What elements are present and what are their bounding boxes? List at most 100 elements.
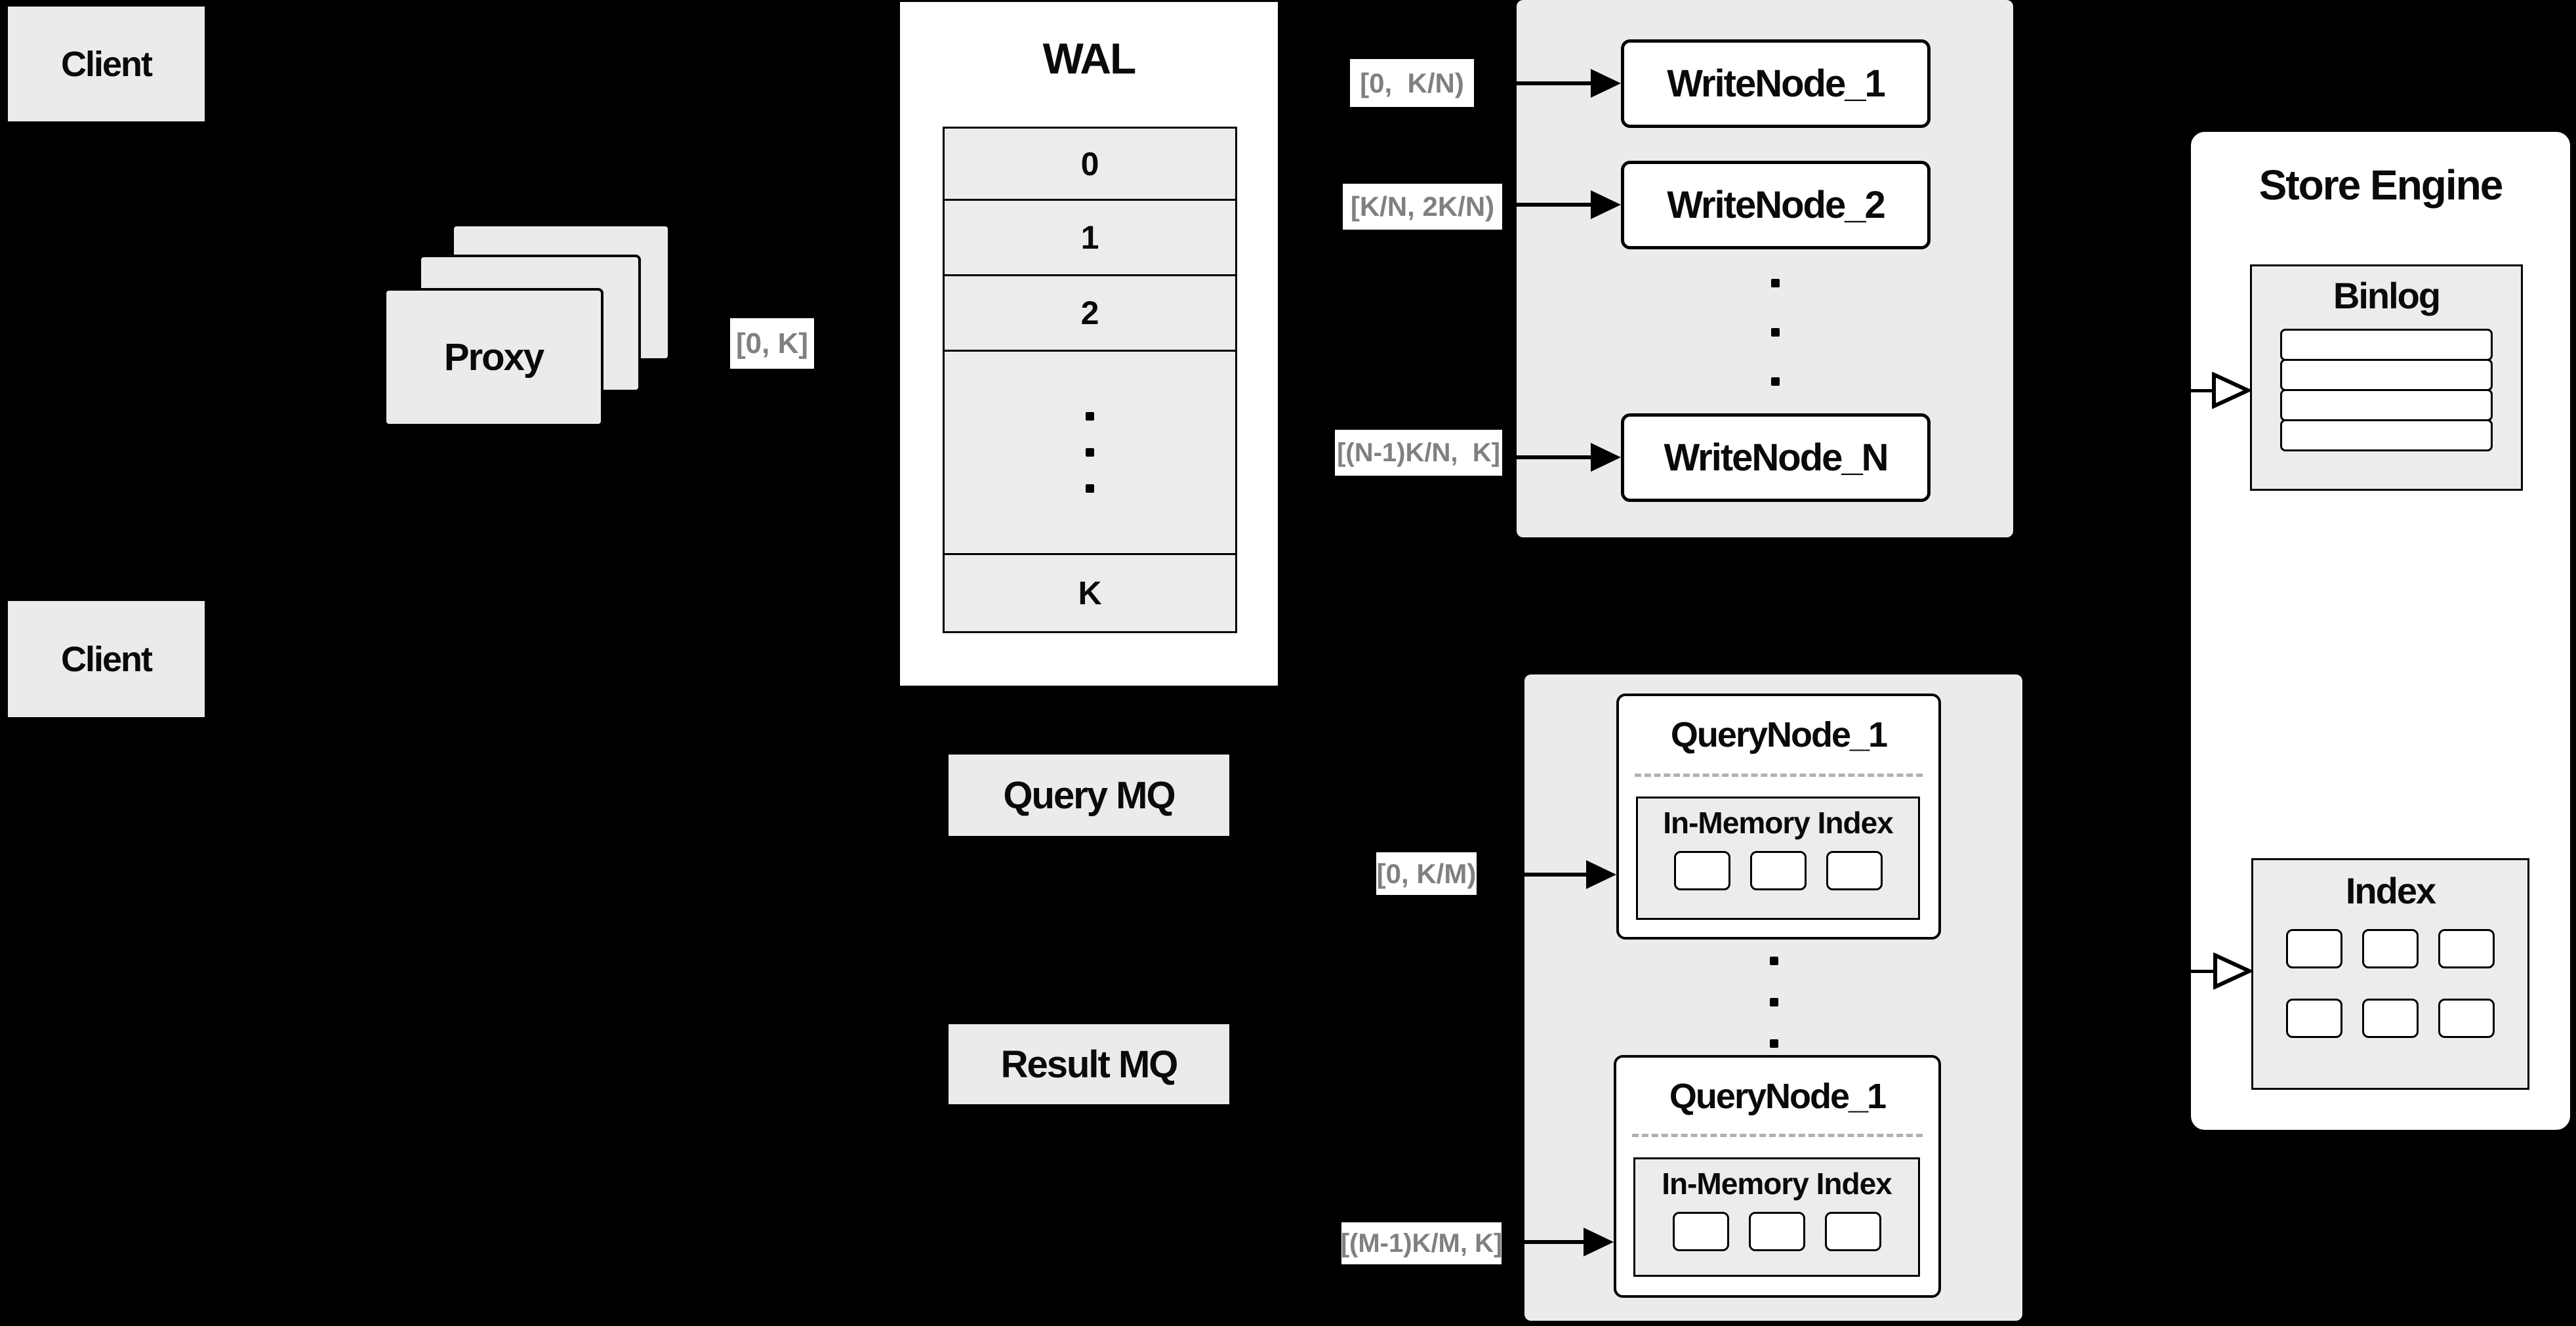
arrowhead-to-writenode-1 bbox=[1591, 69, 1621, 98]
arrow-to-writenode-n bbox=[1517, 455, 1591, 459]
dot-icon bbox=[1771, 279, 1780, 287]
query-node-2: QueryNode_1 In-Memory Index bbox=[1614, 1055, 1941, 1298]
arrow-to-index bbox=[2186, 970, 2215, 973]
arrowhead-to-querynode-1 bbox=[1586, 860, 1616, 889]
in-memory-index-title-1: In-Memory Index bbox=[1663, 806, 1894, 840]
write-node-n: WriteNode_N bbox=[1621, 413, 1931, 502]
client-box-bottom: Client bbox=[6, 599, 207, 719]
arrow-to-querynode-1 bbox=[1524, 873, 1586, 877]
index-segment-cell bbox=[2286, 999, 2342, 1038]
memory-segment-cell bbox=[1748, 1212, 1805, 1251]
dot-icon bbox=[1770, 998, 1778, 1006]
write-range-label-3: [(N-1)K/N, K] bbox=[1335, 430, 1502, 476]
query-node-1-title: QueryNode_1 bbox=[1670, 715, 1888, 755]
wal-segment-0-label: 0 bbox=[1080, 145, 1099, 182]
dot-icon bbox=[1770, 957, 1778, 965]
client-box-top: Client bbox=[6, 5, 207, 123]
binlog-box: Binlog bbox=[2250, 264, 2523, 491]
binlog-row bbox=[2280, 389, 2493, 421]
query-mq-label: Query MQ bbox=[1003, 774, 1176, 817]
write-range-text-3: [(N-1)K/N, K] bbox=[1337, 438, 1500, 467]
binlog-title: Binlog bbox=[2333, 275, 2441, 316]
wal-title: WAL bbox=[1042, 34, 1137, 83]
write-range-label-1: [0, K/N) bbox=[1350, 59, 1474, 107]
write-range-text-2: [K/N, 2K/N) bbox=[1350, 191, 1495, 222]
query-range-text-2: [(M-1)K/M, K] bbox=[1340, 1228, 1503, 1258]
wal-segment-1: 1 bbox=[945, 201, 1235, 276]
write-node-2-label: WriteNode_2 bbox=[1667, 184, 1885, 226]
store-engine-title: Store Engine bbox=[2259, 161, 2504, 209]
binlog-row bbox=[2280, 329, 2493, 361]
index-segment-cell bbox=[2362, 929, 2419, 968]
in-memory-index-box-2: In-Memory Index bbox=[1633, 1157, 1920, 1277]
store-engine-box: Store Engine Binlog Index bbox=[2189, 130, 2572, 1132]
dot-icon bbox=[1086, 484, 1094, 493]
wal-box: WAL 0 1 2 K bbox=[898, 0, 1280, 688]
dot-icon bbox=[1086, 412, 1094, 421]
write-node-2: WriteNode_2 bbox=[1621, 161, 1931, 249]
query-node-ellipsis bbox=[1770, 957, 1778, 1048]
binlog-rows bbox=[2252, 329, 2521, 451]
ellipsis-dots bbox=[1086, 412, 1094, 493]
index-box: Index bbox=[2251, 858, 2529, 1090]
arrowhead-to-writenode-2 bbox=[1591, 190, 1621, 219]
dot-icon bbox=[1771, 377, 1780, 386]
hollow-arrowhead-index bbox=[2213, 953, 2252, 989]
proxy-range-label: [0, K] bbox=[730, 318, 814, 369]
index-segment-cell bbox=[2438, 999, 2495, 1038]
wal-segment-0: 0 bbox=[945, 129, 1235, 201]
dashed-separator bbox=[1635, 774, 1923, 777]
dot-icon bbox=[1770, 1039, 1778, 1048]
client-bottom-label: Client bbox=[60, 639, 153, 679]
binlog-row bbox=[2280, 359, 2493, 391]
result-mq-box: Result MQ bbox=[947, 1022, 1231, 1106]
arrow-to-querynode-2 bbox=[1524, 1240, 1584, 1244]
dot-icon bbox=[1086, 448, 1094, 457]
write-node-1-label: WriteNode_1 bbox=[1667, 62, 1885, 105]
wal-segment-2: 2 bbox=[945, 276, 1235, 352]
write-node-ellipsis bbox=[1771, 279, 1780, 386]
memory-segment-cell bbox=[1824, 1212, 1881, 1251]
query-node-1: QueryNode_1 In-Memory Index bbox=[1616, 694, 1941, 940]
arrow-to-binlog bbox=[2186, 389, 2215, 392]
wal-segment-k: K bbox=[945, 555, 1235, 631]
proxy-range-text: [0, K] bbox=[736, 327, 808, 360]
wal-segment-k-label: K bbox=[1078, 575, 1102, 611]
proxy-card-front: Proxy bbox=[384, 288, 603, 426]
client-top-label: Client bbox=[60, 44, 153, 84]
dot-icon bbox=[1771, 328, 1780, 337]
arrow-to-writenode-2 bbox=[1517, 203, 1591, 207]
arrowhead-to-writenode-n bbox=[1591, 443, 1621, 472]
proxy-stack: Proxy bbox=[384, 224, 670, 426]
memory-segment-cell bbox=[1673, 851, 1730, 890]
query-range-label-2: [(M-1)K/M, K] bbox=[1341, 1222, 1502, 1264]
write-range-label-2: [K/N, 2K/N) bbox=[1343, 184, 1502, 230]
arrowhead-to-querynode-2 bbox=[1584, 1228, 1614, 1256]
dashed-separator bbox=[1632, 1134, 1923, 1137]
in-memory-cells-1 bbox=[1638, 851, 1918, 890]
index-segment-cell bbox=[2362, 999, 2419, 1038]
wal-segment-1-label: 1 bbox=[1080, 219, 1099, 256]
binlog-row bbox=[2280, 419, 2493, 451]
in-memory-index-title-2: In-Memory Index bbox=[1662, 1167, 1892, 1201]
index-segment-cell bbox=[2438, 929, 2495, 968]
arrow-to-writenode-1 bbox=[1517, 81, 1591, 85]
write-node-1: WriteNode_1 bbox=[1621, 39, 1931, 128]
memory-segment-cell bbox=[1749, 851, 1807, 890]
query-node-2-title: QueryNode_1 bbox=[1669, 1077, 1887, 1116]
query-range-label-1: [0, K/M) bbox=[1376, 852, 1477, 895]
in-memory-cells-2 bbox=[1635, 1212, 1918, 1251]
in-memory-index-box-1: In-Memory Index bbox=[1636, 797, 1920, 920]
write-node-n-label: WriteNode_N bbox=[1664, 436, 1889, 479]
write-range-text-1: [0, K/N) bbox=[1360, 67, 1464, 98]
memory-segment-cell bbox=[1826, 851, 1883, 890]
query-mq-box: Query MQ bbox=[947, 753, 1231, 838]
index-cells bbox=[2253, 929, 2527, 1038]
query-range-text-1: [0, K/M) bbox=[1376, 858, 1477, 889]
index-title: Index bbox=[2345, 870, 2436, 911]
hollow-arrowhead-binlog bbox=[2212, 372, 2251, 409]
wal-segment-ellipsis bbox=[945, 352, 1235, 555]
wal-segment-2-label: 2 bbox=[1080, 295, 1099, 331]
proxy-label: Proxy bbox=[443, 336, 544, 379]
result-mq-label: Result MQ bbox=[1000, 1043, 1179, 1086]
